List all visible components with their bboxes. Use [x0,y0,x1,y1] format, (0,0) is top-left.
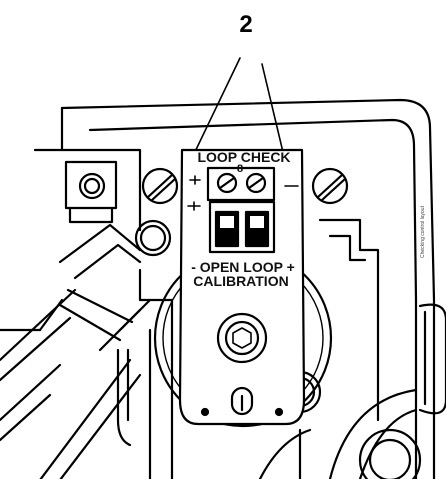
terminal-block [206,166,276,202]
lock-slot [230,386,254,416]
adjuster-screw [216,312,268,364]
calibration-plate [178,148,306,426]
leader-line-left [191,57,241,159]
callout-number: 2 [239,11,252,38]
terminal-screw-left [216,172,238,194]
side-caption: Checking control layout [420,205,426,258]
open-loop-label: - OPEN LOOP + [191,259,295,275]
calibration-label: CALIBRATION [193,273,288,289]
loop-check-symbol: 8 [237,163,243,175]
loop-check-label: LOOP CHECK [197,149,290,165]
switch-block [208,200,276,254]
terminal-screw-right [245,172,267,194]
